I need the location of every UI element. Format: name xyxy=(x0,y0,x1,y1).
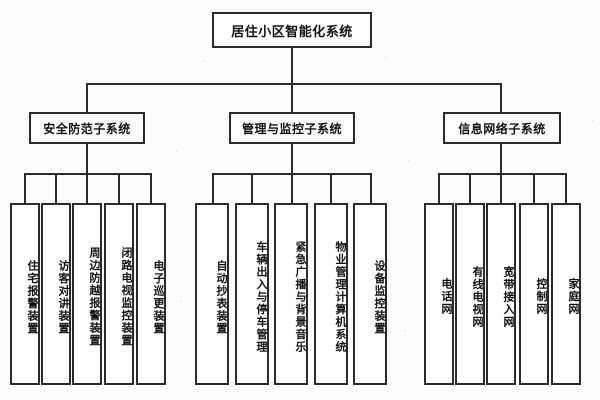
connector-branch3-leaf-4 xyxy=(533,173,535,203)
leaf-node-electronic-patrol-device[interactable]: 电子巡更装置 xyxy=(136,203,166,385)
connector-branch3-leaf-2 xyxy=(469,173,471,203)
leaf-node-label-1-5: 电子巡更装置 xyxy=(152,259,165,335)
leaf-node-cable-tv-network[interactable]: 有线电视网 xyxy=(455,203,485,385)
leaf-node-label-2-4: 物业管理计算机系统 xyxy=(334,240,347,354)
connector-branch3-leaf-1 xyxy=(438,173,440,203)
leaf-node-label-2-1: 自动抄表装置 xyxy=(215,259,228,335)
leaf-node-vehicle-access-parking-management[interactable]: 车辆出入与停车管理 xyxy=(235,203,269,385)
leaf-node-label-3-2: 有线电视网 xyxy=(471,265,484,329)
leaf-node-automatic-meter-reading-device[interactable]: 自动抄表装置 xyxy=(195,203,229,385)
leaf-node-telephone-network[interactable]: 电话网 xyxy=(424,203,454,385)
branch-node-security-subsystem[interactable]: 安全防范子系统 xyxy=(29,112,145,144)
leaf-node-equipment-monitoring-device[interactable]: 设备监控装置 xyxy=(353,203,387,385)
leaf-node-label-2-3: 紧急广播与背景音乐 xyxy=(294,240,307,354)
connector-branch1-leaf-5 xyxy=(150,173,152,203)
connector-drop-branch-3 xyxy=(500,83,502,112)
branch-node-label-1: 安全防范子系统 xyxy=(43,121,131,136)
leaf-node-home-network[interactable]: 家庭网 xyxy=(551,203,581,385)
leaf-node-label-2-5: 设备监控装置 xyxy=(373,259,386,335)
connector-drop-branch-1 xyxy=(86,83,88,112)
connector-branch3-leaf-3 xyxy=(500,173,502,203)
leaf-node-home-alarm-device[interactable]: 住宅报警装置 xyxy=(10,203,40,385)
scan-artifact xyxy=(592,120,594,122)
connector-branch3-leaf-5 xyxy=(565,173,567,203)
branch-node-label-3: 信息网络子系统 xyxy=(458,121,546,136)
leaf-node-control-network[interactable]: 控制网 xyxy=(519,203,549,385)
branch-node-management-monitoring-subsystem[interactable]: 管理与监控子系统 xyxy=(229,112,355,144)
leaf-node-label-3-5: 家庭网 xyxy=(567,278,580,316)
connector-branch1-leaf-4 xyxy=(118,173,120,203)
scan-artifact xyxy=(176,150,178,152)
leaf-node-label-1-4: 闭路电视监控装置 xyxy=(120,247,133,347)
connector-branch1-stem xyxy=(86,144,88,173)
leaf-node-label-3-4: 控制网 xyxy=(535,278,548,316)
leaf-node-label-1-2: 访客对讲装置 xyxy=(57,259,70,335)
connector-branch2-leaf-3 xyxy=(291,173,293,203)
scan-artifact xyxy=(203,60,205,62)
connector-branch2-leaf-4 xyxy=(330,173,332,203)
connector-branch1-leaf-3 xyxy=(86,173,88,203)
leaf-node-label-2-2: 车辆出入与停车管理 xyxy=(255,240,268,354)
leaf-node-label-1-1: 住宅报警装置 xyxy=(26,259,39,335)
branch-node-label-2: 管理与监控子系统 xyxy=(241,121,342,136)
connector-branch2-leaf-5 xyxy=(370,173,372,203)
connector-branch2-stem xyxy=(291,144,293,173)
scan-artifact xyxy=(408,160,410,162)
connector-branch2-leaf-1 xyxy=(212,173,214,203)
connector-level2-bus xyxy=(86,83,502,85)
connector-drop-branch-2 xyxy=(291,83,293,112)
scan-artifact xyxy=(404,330,406,332)
connector-branch1-leaf-2 xyxy=(55,173,57,203)
scan-artifact xyxy=(180,300,182,302)
scan-artifact xyxy=(385,57,387,59)
leaf-node-broadband-access-network[interactable]: 宽带接入网 xyxy=(486,203,516,385)
connector-branch3-stem xyxy=(500,144,502,173)
leaf-node-property-management-computer-system[interactable]: 物业管理计算机系统 xyxy=(314,203,348,385)
leaf-node-label-3-1: 电话网 xyxy=(440,278,453,316)
root-node-label: 居住小区智能化系统 xyxy=(231,24,353,40)
root-node-intelligent-residential-system[interactable]: 居住小区智能化系统 xyxy=(212,12,372,48)
leaf-node-emergency-broadcast-background-music[interactable]: 紧急广播与背景音乐 xyxy=(274,203,308,385)
leaf-node-perimeter-intrusion-alarm-device[interactable]: 周边防越报警装置 xyxy=(72,203,102,385)
connector-root-stem xyxy=(291,48,293,83)
connector-branch2-leaf-2 xyxy=(251,173,253,203)
leaf-node-visitor-intercom-device[interactable]: 访客对讲装置 xyxy=(41,203,71,385)
branch-node-information-network-subsystem[interactable]: 信息网络子系统 xyxy=(443,112,561,144)
leaf-node-label-1-3: 周边防越报警装置 xyxy=(88,247,101,347)
leaf-node-label-3-3: 宽带接入网 xyxy=(502,265,515,329)
leaf-node-cctv-monitoring-device[interactable]: 闭路电视监控装置 xyxy=(104,203,134,385)
connector-branch1-leaf-1 xyxy=(24,173,26,203)
